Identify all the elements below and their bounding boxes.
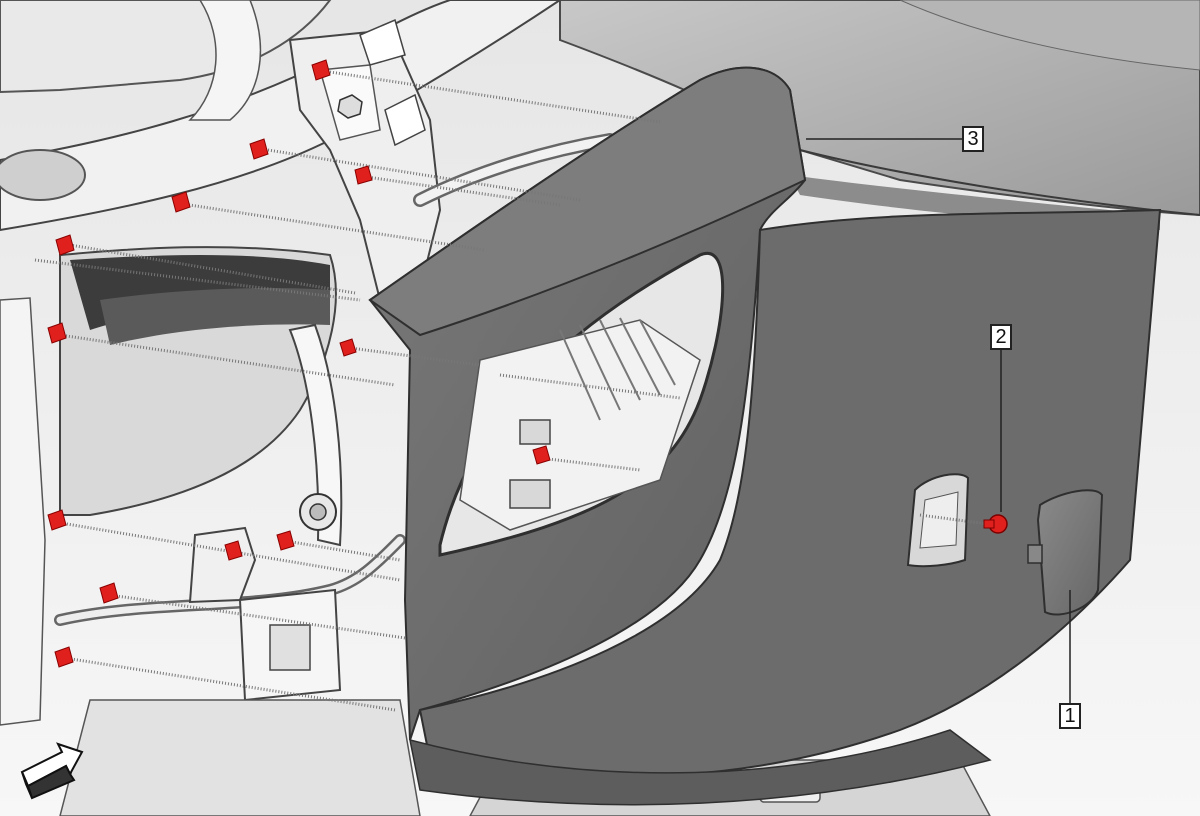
retaining-clip (171, 191, 191, 213)
frame-rail (288, 323, 343, 547)
cavity-lip (100, 288, 330, 345)
mounting-bolt-center (309, 503, 327, 521)
callout-label-cover: 1 (1059, 703, 1081, 729)
retaining-clip (54, 646, 74, 668)
upper-trim (188, 0, 262, 121)
fuse-relay (519, 419, 551, 445)
retaining-clip (47, 509, 67, 531)
module-connector (269, 624, 311, 671)
retaining-clip (276, 530, 295, 551)
floor-duct (59, 699, 421, 816)
callout-label-fastener: 2 (990, 324, 1012, 350)
access-cover-cap (1036, 489, 1104, 616)
view-direction-arrow-icon (20, 742, 84, 800)
callout-label-trim-panel: 3 (962, 126, 984, 152)
retaining-clip (311, 59, 331, 81)
dashboard-edge (799, 149, 1200, 216)
push-pin-fastener (983, 514, 1008, 534)
fuse-block-ribs (559, 317, 676, 421)
wiring-harness-highlight (415, 135, 615, 205)
bracket-tab (384, 93, 426, 147)
bracket-tab (359, 18, 406, 66)
panel-base (409, 729, 992, 806)
retaining-clip (339, 338, 357, 357)
callout-leader-lines (806, 138, 1071, 703)
frame-rail-outer (0, 297, 46, 726)
cup-recess (0, 149, 86, 201)
hex-nut (337, 94, 363, 119)
pocket-inner (919, 491, 959, 549)
retaining-clip (532, 445, 551, 465)
retaining-clip (47, 322, 67, 344)
retaining-clip (354, 165, 373, 185)
dashboard-detail (899, 0, 1200, 71)
retaining-clips (47, 59, 551, 668)
retaining-clip (224, 540, 243, 561)
retaining-clip (99, 582, 119, 604)
retaining-clip (55, 234, 75, 256)
fuse-relay (509, 479, 551, 509)
cap-tab (1027, 544, 1043, 564)
retaining-clip (249, 138, 269, 160)
